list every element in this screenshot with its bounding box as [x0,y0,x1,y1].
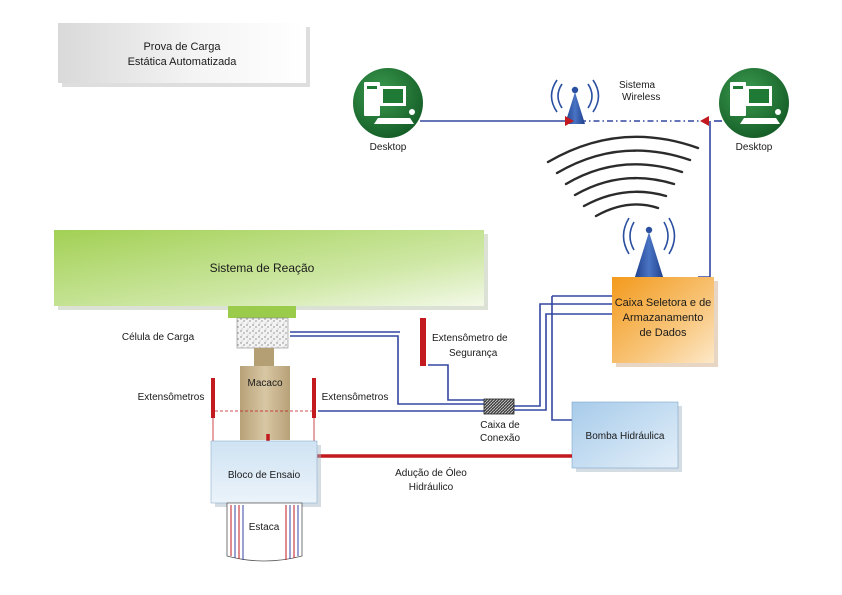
pile: Estaca [226,502,303,562]
desktop-left: Desktop [353,68,423,153]
safety-extensometer-line-1: Extensômetro de [432,333,508,344]
test-block: Bloco de Ensaio [210,440,321,507]
wireless-antenna-selector [622,217,676,280]
reaction-system-label: Sistema de Reação [210,261,315,275]
extensometer-left [211,378,215,418]
test-block-label: Bloco de Ensaio [228,470,301,481]
selector-box-line-1: Caixa Seletora e de [615,297,712,309]
desktop-left-label: Desktop [370,142,407,153]
extensometers-right-label: Extensômetros [322,392,389,403]
connection-box-line-1: Caixa de [480,420,520,431]
hydraulic-pump-label: Bomba Hidráulica [586,431,665,442]
connection-box-line-2: Conexão [480,433,520,444]
oil-supply-line-1: Adução de Óleo [395,466,467,479]
wireless-waves [546,135,700,218]
title-box: Prova de Carga Estática Automatizada [58,23,310,87]
connection-box [483,398,515,415]
desktop-right: Desktop [719,68,789,153]
desktop-right-label: Desktop [736,142,773,153]
jack [240,366,290,440]
title-line-1: Prova de Carga [143,41,221,53]
pile-label: Estaca [249,522,280,533]
jack-piston [254,348,274,366]
selector-to-pump-cable [551,296,572,421]
desktop-to-selector-cable [698,121,711,278]
wireless-label: Sistema Wireless [619,80,660,103]
reaction-plate [228,306,296,318]
reaction-system: Sistema de Reação [54,230,488,310]
load-cell-label: Célula de Carga [122,332,195,343]
selector-storage-box: Caixa Seletora e de Armazanamento de Dad… [612,277,718,367]
selector-box-line-2: Armazanamento [623,312,704,324]
load-cell-cable [290,335,484,405]
hydraulic-pump: Bomba Hidráulica [571,401,682,472]
extensometers-left-label: Extensômetros [138,392,205,403]
wireless-line-1: Sistema [619,80,656,91]
connection-to-selector-cable-2 [514,313,612,411]
load-cell [236,317,289,349]
wireless-line-2: Wireless [622,92,660,103]
safety-extensometer [420,318,426,366]
title-line-2: Estática Automatizada [128,56,238,68]
jack-label: Macaco [247,378,282,389]
wireless-antenna-top [550,79,600,124]
extensometer-right [312,378,316,418]
safety-extensometer-cable [428,364,484,401]
wireless-arrow-left [565,116,574,126]
selector-box-line-3: de Dados [639,327,687,339]
oil-supply-line-2: Hidráulico [409,482,454,493]
connection-to-selector-cable-1 [514,303,612,407]
safety-extensometer-line-2: Segurança [449,348,498,359]
wireless-arrow-right [700,116,709,126]
